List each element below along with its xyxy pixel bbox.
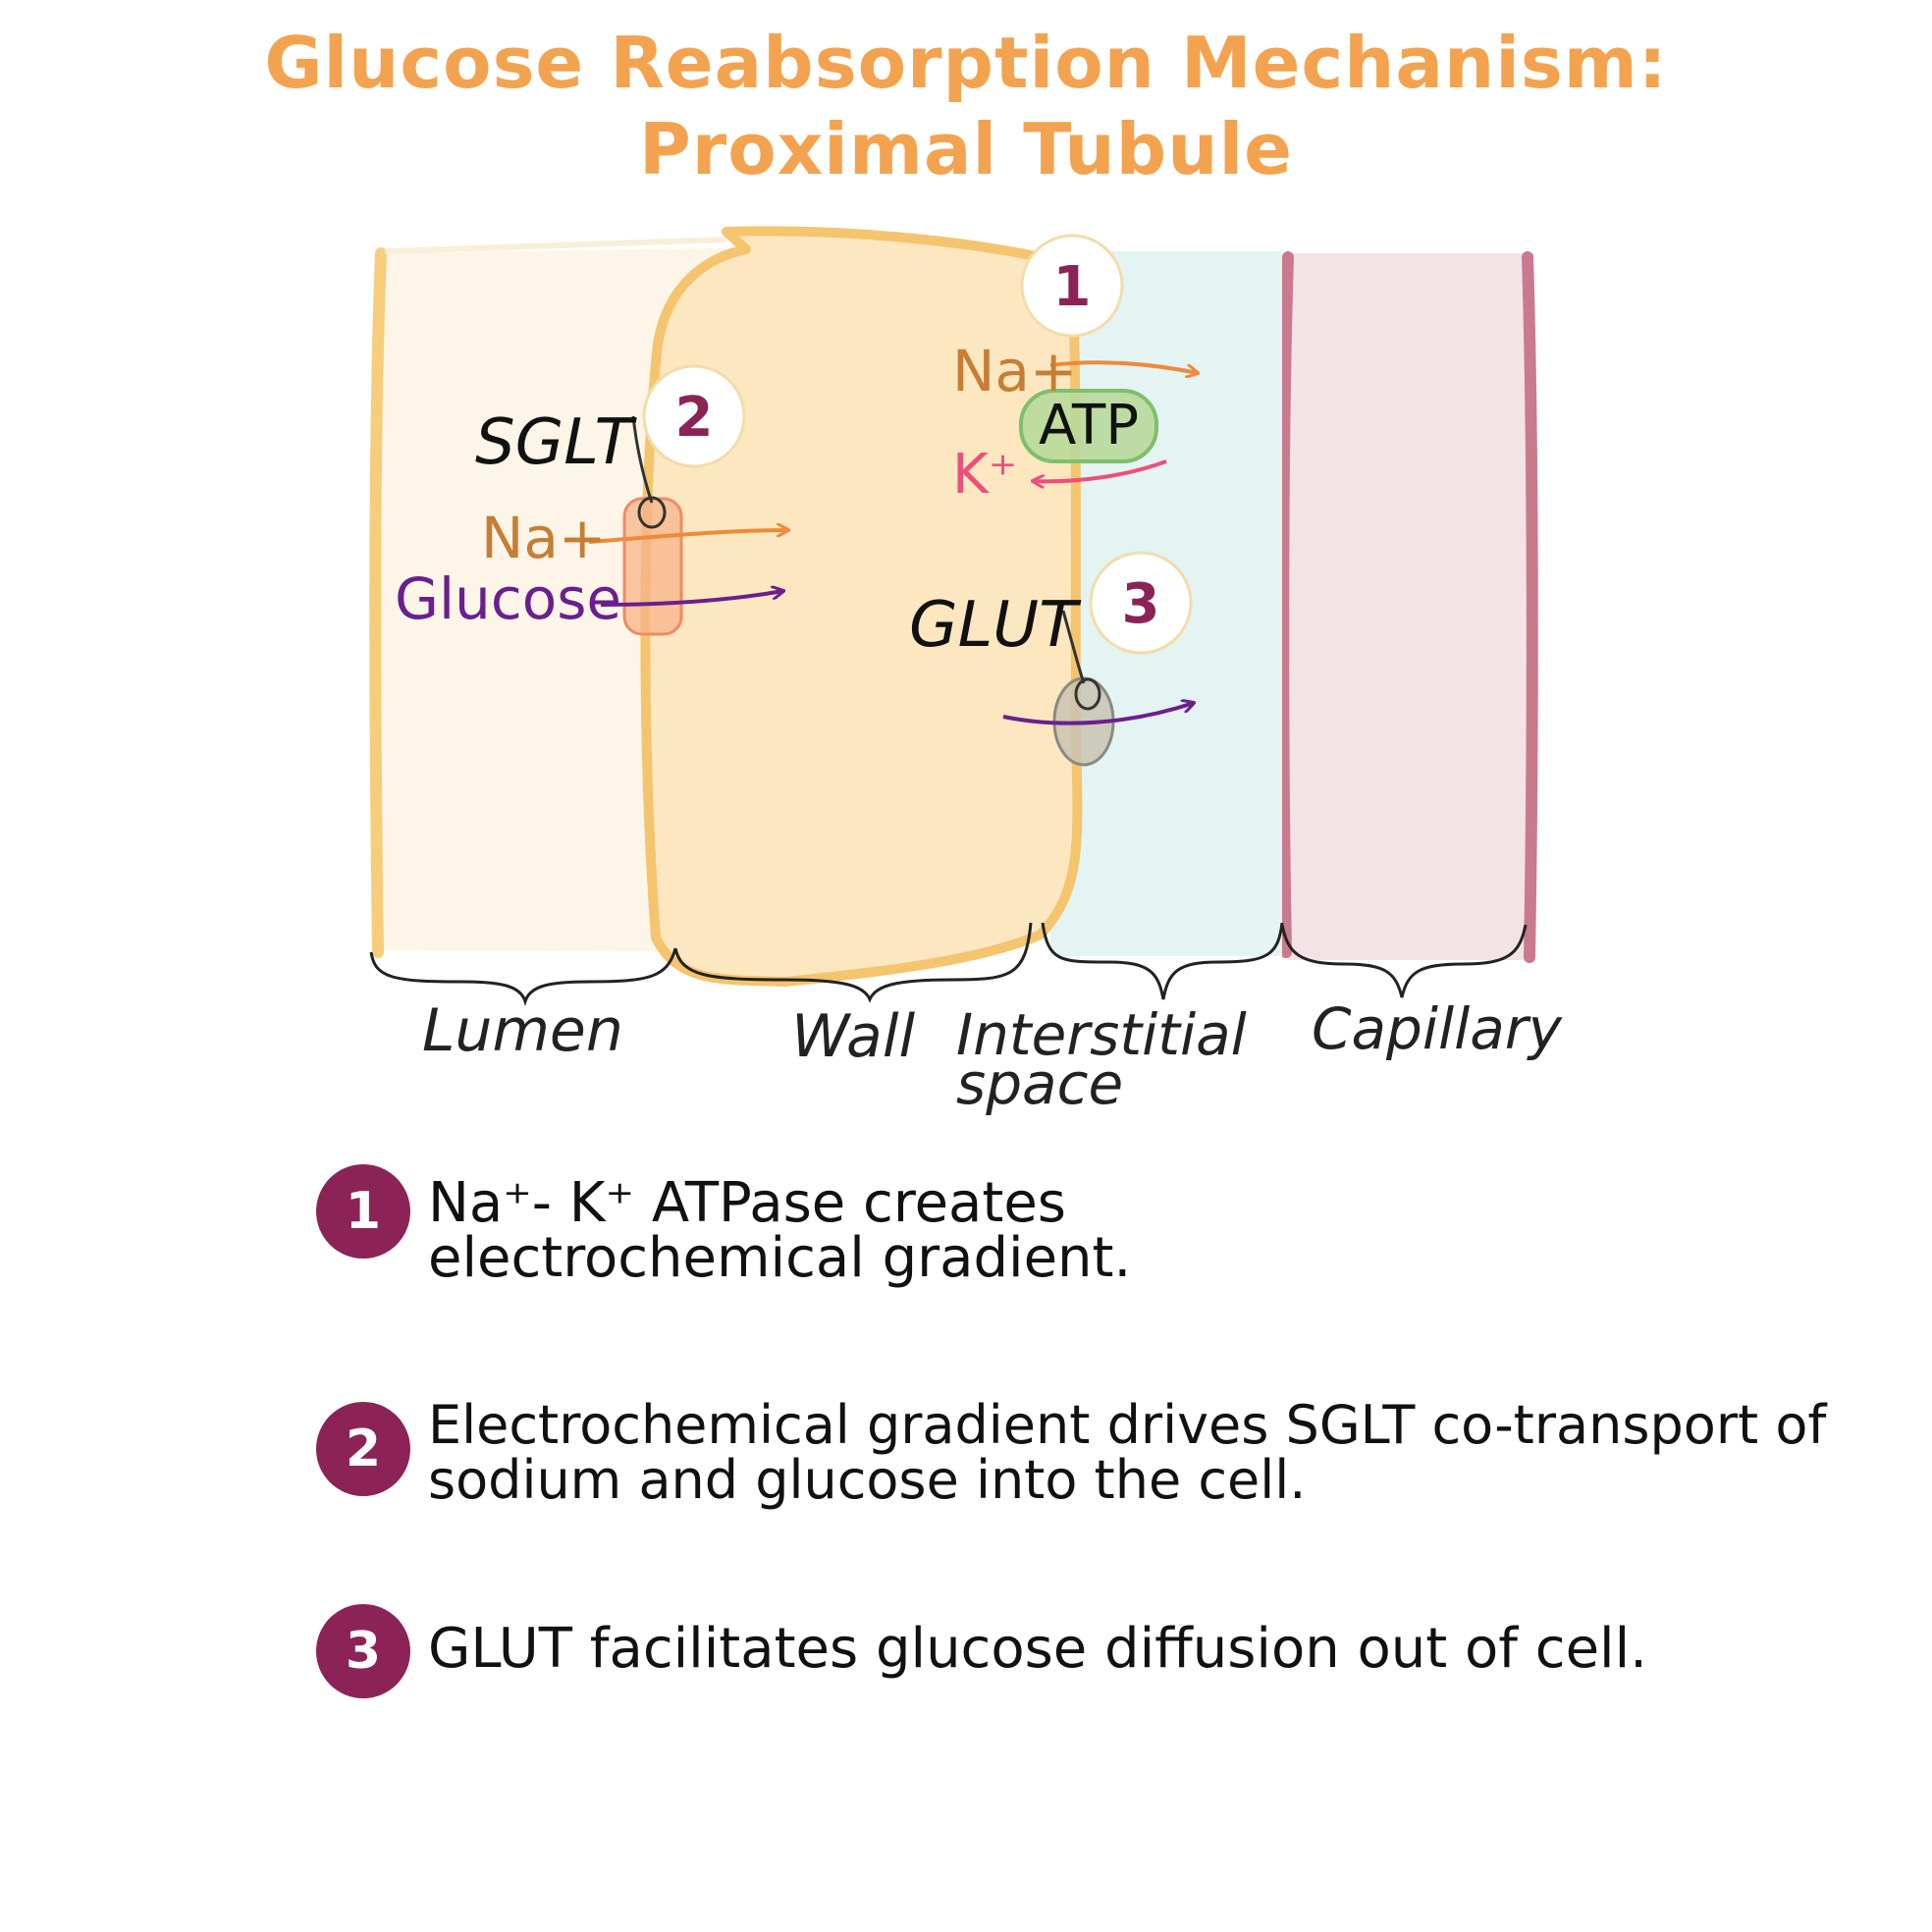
- legend-text-1: Na⁺- K⁺ ATPase creates electrochemical g…: [428, 1171, 1132, 1290]
- atp-pump: [1019, 389, 1158, 463]
- step-circle-3: [1089, 551, 1193, 655]
- potassium-arrow-pump: [1033, 459, 1167, 481]
- interstitial-label-line2: space: [956, 1050, 1123, 1117]
- sodium-label-lumen: Na+: [481, 505, 607, 571]
- potassium-label: K⁺: [952, 443, 1017, 507]
- legend-badge-3: 3: [316, 1604, 410, 1698]
- brace-interstitial: [1041, 922, 1284, 1000]
- legend-item-3: 3 GLUT facilitates glucose diffusion out…: [316, 1604, 1901, 1698]
- legend-item-2: 2 Electrochemical gradient drives SGLT c…: [316, 1398, 1920, 1508]
- sodium-label-pump: Na+: [952, 338, 1078, 404]
- lumen-label: Lumen: [422, 996, 623, 1065]
- sglt-transporter: [622, 497, 683, 636]
- lumen-top-edge: [384, 237, 727, 254]
- sodium-arrow-pump: [1049, 360, 1198, 373]
- legend-text-3: GLUT facilitates glucose diffusion out o…: [428, 1617, 1647, 1681]
- glucose-arrow-glut: [1002, 703, 1194, 725]
- legend-badge-2: 2: [316, 1402, 410, 1496]
- step-number-2: 2: [675, 386, 714, 450]
- glucose-arrow-sglt: [600, 591, 783, 607]
- sglt-label: SGLT: [475, 406, 638, 479]
- capillary-label: Capillary: [1312, 995, 1563, 1062]
- lumen-outer-wall: [369, 247, 387, 958]
- atp-label: ATP: [1039, 394, 1139, 457]
- glucose-label: Glucose: [395, 565, 621, 632]
- brace-wall: [673, 922, 1033, 1003]
- legend-text-2: Electrochemical gradient drives SGLT co-…: [428, 1394, 1827, 1511]
- wall-label: Wall: [791, 1002, 915, 1071]
- capillary-right-wall: [1522, 251, 1538, 963]
- legend-item-1: 1 Na⁺- K⁺ ATPase creates electrochemical…: [316, 1164, 1469, 1286]
- step-circle-1: [1020, 234, 1124, 338]
- title-line-1: Glucose Reabsorption Mechanism:: [264, 22, 1668, 104]
- title-line-2: Proximal Tubule: [639, 108, 1293, 190]
- glut-pointer-loop: [1074, 677, 1101, 711]
- step-circle-2: [642, 364, 746, 468]
- capillary-region: [1288, 253, 1533, 960]
- capillary-left-wall: [1277, 251, 1294, 958]
- sodium-arrow-sglt: [588, 530, 788, 544]
- legend-badge-1: 1: [316, 1164, 410, 1259]
- glut-label: GLUT: [909, 589, 1082, 662]
- brace-lumen: [369, 947, 677, 1007]
- step-number-1: 1: [1053, 255, 1092, 319]
- sglt-pointer-loop: [637, 496, 667, 529]
- step-number-3: 3: [1122, 572, 1160, 636]
- interstitial-label-line1: Interstitial: [956, 1001, 1247, 1068]
- brace-capillary: [1280, 924, 1528, 998]
